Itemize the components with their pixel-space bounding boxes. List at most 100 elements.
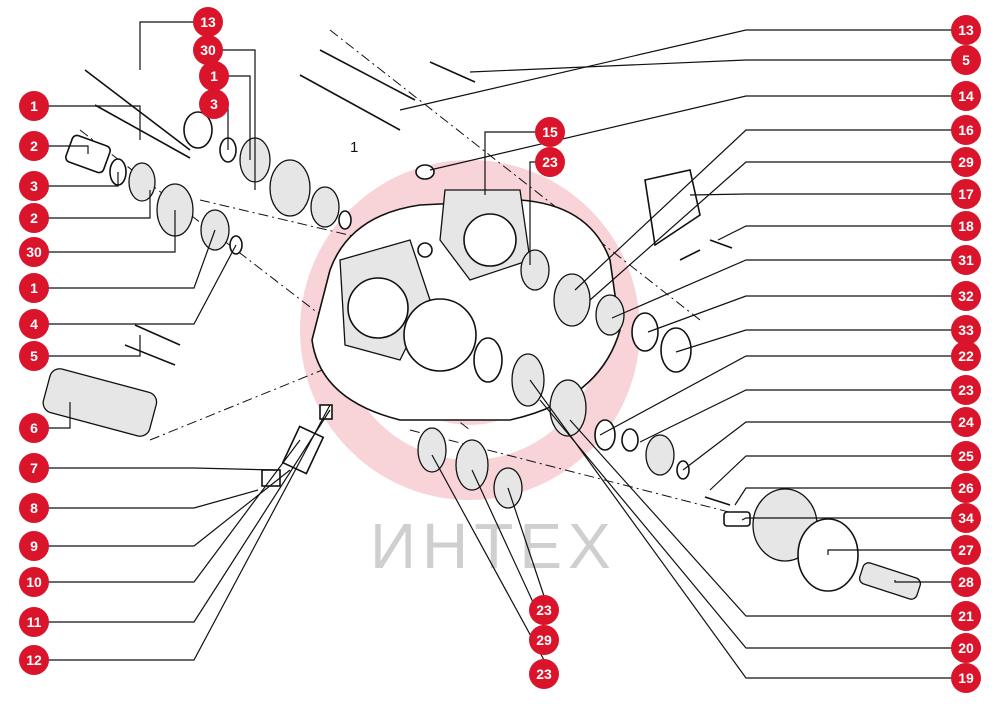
callout-right-19: 27 bbox=[951, 535, 981, 565]
callout-number: 17 bbox=[958, 186, 974, 202]
callout-circle bbox=[951, 441, 981, 471]
leader-line-left-5 bbox=[48, 105, 141, 140]
callout-circle bbox=[19, 341, 49, 371]
callout-right-17: 26 bbox=[951, 473, 981, 503]
callout-number: 23 bbox=[958, 382, 974, 398]
callout-right-23: 19 bbox=[951, 663, 981, 693]
callout-circle bbox=[951, 115, 981, 145]
callout-circle bbox=[951, 315, 981, 345]
callout-circle bbox=[951, 179, 981, 209]
leader-line-bottom-2 bbox=[471, 469, 545, 627]
callout-circle bbox=[193, 35, 223, 65]
callout-number: 18 bbox=[958, 218, 974, 234]
callout-right-3: 14 bbox=[951, 81, 981, 111]
callout-right-4: 15 bbox=[535, 117, 565, 147]
callout-number: 10 bbox=[26, 574, 42, 590]
callout-circle bbox=[19, 273, 49, 303]
callout-left-6: 2 bbox=[19, 131, 49, 161]
leader-line-right-23 bbox=[529, 379, 952, 679]
callout-right-10: 31 bbox=[951, 245, 981, 275]
callout-circle bbox=[951, 211, 981, 241]
callout-number: 21 bbox=[958, 608, 974, 624]
callout-number: 7 bbox=[30, 460, 38, 476]
callout-right-6: 23 bbox=[535, 147, 565, 177]
callout-circle bbox=[19, 237, 49, 267]
callout-circle bbox=[19, 607, 49, 637]
leader-line-left-6 bbox=[48, 145, 89, 154]
leader-line-bottom-3 bbox=[431, 454, 545, 661]
callout-number: 11 bbox=[27, 614, 42, 630]
callout-number: 29 bbox=[536, 632, 552, 648]
callout-right-9: 18 bbox=[951, 211, 981, 241]
leader-line-left-11 bbox=[48, 244, 237, 325]
plain-part-label: 1 bbox=[350, 139, 358, 156]
leader-line-bottom-1 bbox=[507, 487, 545, 597]
callout-circle bbox=[951, 535, 981, 565]
callout-number: 34 bbox=[958, 510, 974, 526]
callout-circle bbox=[535, 117, 565, 147]
callout-number: 5 bbox=[30, 348, 38, 364]
callout-number: 16 bbox=[958, 122, 974, 138]
callout-number: 29 bbox=[958, 154, 974, 170]
callout-circle bbox=[19, 413, 49, 443]
leader-line-right-12 bbox=[675, 329, 952, 353]
callout-number: 30 bbox=[26, 244, 42, 260]
leader-line-right-19 bbox=[827, 549, 952, 555]
callout-circle bbox=[951, 375, 981, 405]
callout-number: 27 bbox=[958, 542, 974, 558]
callout-circle bbox=[951, 633, 981, 663]
callout-circle bbox=[951, 663, 981, 693]
leader-line-right-6 bbox=[529, 161, 536, 265]
callout-left-17: 10 bbox=[19, 567, 49, 597]
leader-line-left-15 bbox=[48, 489, 259, 509]
callout-circle bbox=[19, 567, 49, 597]
callout-right-18: 34 bbox=[951, 503, 981, 533]
callout-circle bbox=[529, 595, 559, 625]
callout-number: 25 bbox=[958, 448, 974, 464]
leader-line-left-8 bbox=[48, 190, 151, 219]
leader-line-right-17 bbox=[734, 487, 952, 506]
callout-left-9: 30 bbox=[19, 237, 49, 267]
leader-line-right-5 bbox=[574, 129, 952, 291]
callout-circle bbox=[529, 625, 559, 655]
callout-circle bbox=[951, 281, 981, 311]
callout-number: 3 bbox=[30, 178, 38, 194]
gear-housing bbox=[311, 189, 621, 421]
leader-line-left-3 bbox=[228, 75, 251, 160]
callout-number: 5 bbox=[962, 52, 970, 68]
callout-number: 1 bbox=[210, 68, 218, 84]
callout-circle bbox=[19, 531, 49, 561]
leader-line-left-10 bbox=[48, 229, 216, 289]
callout-circle bbox=[535, 147, 565, 177]
leader-line-left-18 bbox=[48, 409, 331, 623]
callout-number: 13 bbox=[200, 14, 216, 30]
callout-circle bbox=[19, 131, 49, 161]
leader-line-left-9 bbox=[48, 210, 176, 253]
leader-line-right-9 bbox=[717, 225, 952, 241]
callout-number: 23 bbox=[542, 154, 558, 170]
callout-circle bbox=[19, 493, 49, 523]
leader-line-right-22 bbox=[539, 399, 952, 649]
callout-left-4: 3 bbox=[199, 89, 229, 119]
callout-bottom-3: 23 bbox=[529, 659, 559, 689]
leader-line-right-4 bbox=[484, 131, 536, 195]
callout-circle bbox=[19, 309, 49, 339]
callout-number: 28 bbox=[958, 574, 974, 590]
callout-right-12: 33 bbox=[951, 315, 981, 345]
callout-number: 24 bbox=[958, 414, 974, 430]
callout-circle bbox=[951, 567, 981, 597]
callout-left-5: 1 bbox=[19, 91, 49, 121]
callout-number: 32 bbox=[958, 288, 974, 304]
callout-right-5: 16 bbox=[951, 115, 981, 145]
callout-circle bbox=[193, 7, 223, 37]
leader-line-right-8 bbox=[689, 193, 952, 196]
callout-circle bbox=[951, 503, 981, 533]
callout-number: 23 bbox=[536, 602, 552, 618]
callout-left-16: 9 bbox=[19, 531, 49, 561]
callout-circle bbox=[951, 341, 981, 371]
callout-circle bbox=[199, 61, 229, 91]
callout-left-19: 12 bbox=[19, 645, 49, 675]
leader-line-left-14 bbox=[48, 467, 276, 471]
